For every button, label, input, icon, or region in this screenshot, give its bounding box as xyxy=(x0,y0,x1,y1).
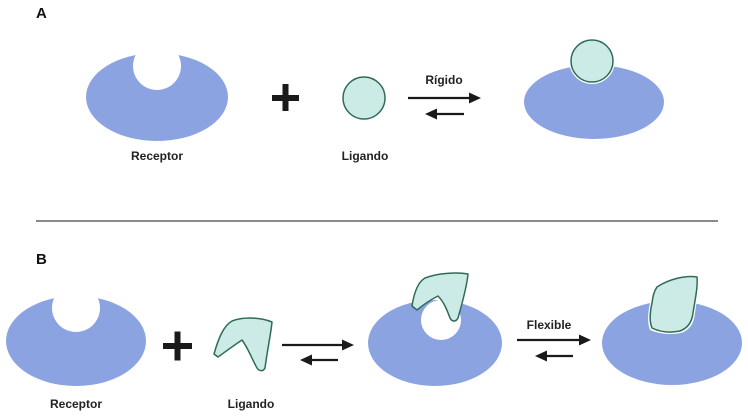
panel-a-ligand-label: Ligando xyxy=(342,149,389,163)
panel-b-final-complex xyxy=(602,274,742,385)
panel-b-equilibrium-arrows-1 xyxy=(282,339,354,366)
panel-b-intermediate-complex xyxy=(368,272,502,386)
panel-b-arrow-label: Flexible xyxy=(527,318,572,332)
panel-a-receptor xyxy=(86,53,228,141)
panel-b-ligand-label: Ligando xyxy=(228,397,275,411)
panel-b-receptor-label: Receptor xyxy=(50,397,102,411)
panel-b-letter: B xyxy=(36,251,47,268)
panel-a-equilibrium-arrows xyxy=(408,92,481,120)
panel-a-letter: A xyxy=(36,5,47,22)
panel-b-receptor xyxy=(6,296,146,386)
panel-a-plus-icon xyxy=(272,84,299,111)
panel-a-arrow-label: Rígido xyxy=(425,73,462,87)
panel-b-plus-icon xyxy=(163,331,192,361)
panel-a-receptor-label: Receptor xyxy=(131,149,183,163)
panel-b-equilibrium-arrows-2 xyxy=(517,334,591,362)
panel-b-ligand xyxy=(213,317,273,372)
panel-a-ligand xyxy=(342,76,386,120)
panel-a-complex xyxy=(524,38,664,139)
